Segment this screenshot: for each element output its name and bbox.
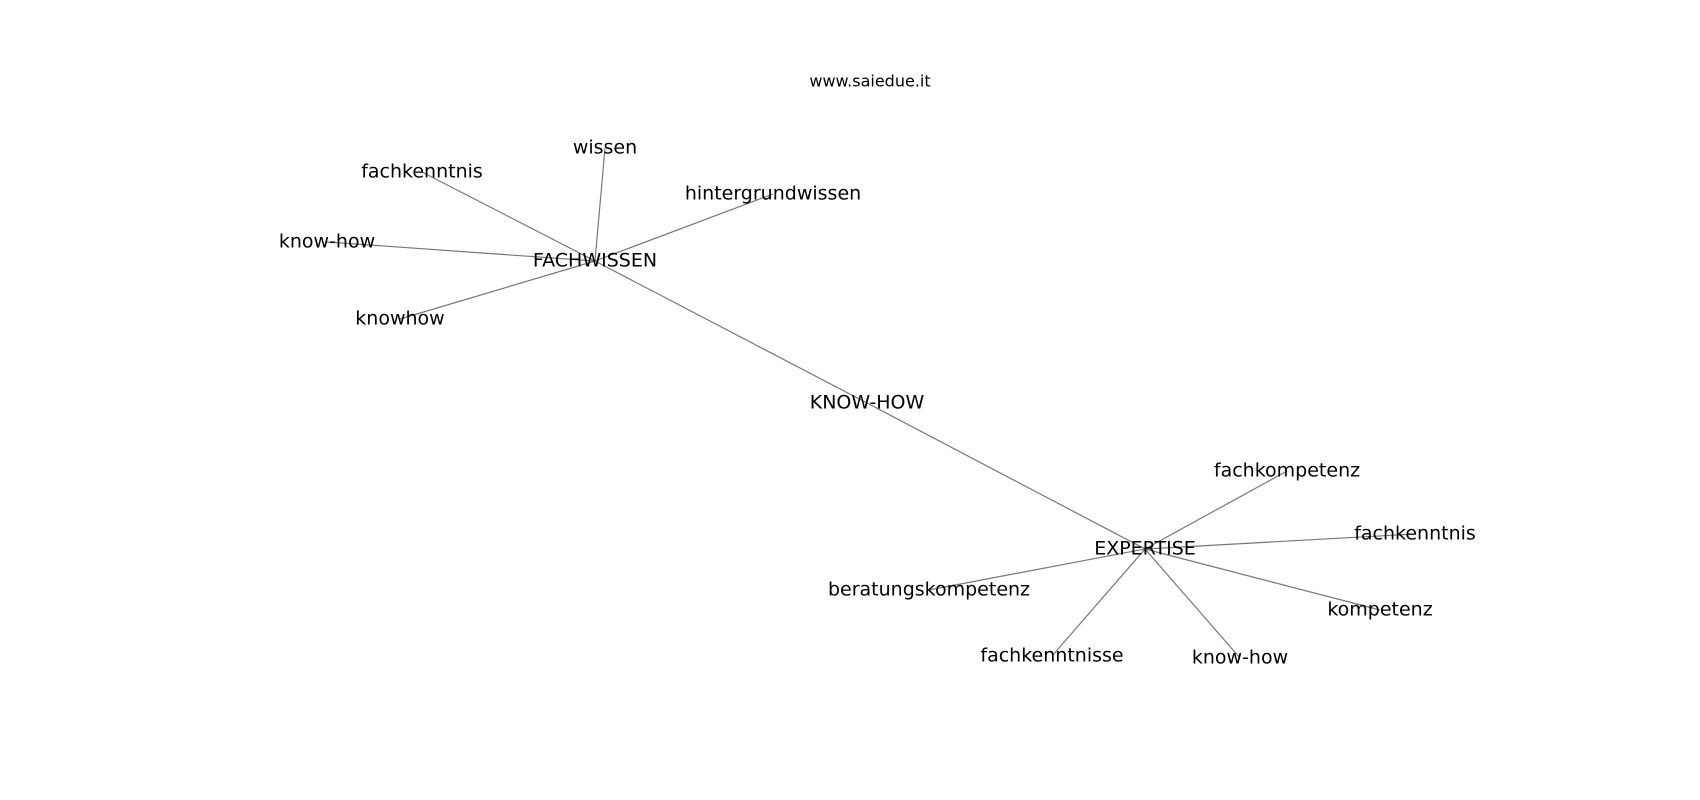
edge-expertise-ex-fachkenntnisse bbox=[1051, 548, 1146, 657]
node-label-fw-wissen: wissen bbox=[573, 137, 637, 159]
node-label-fw-know-how: know-how bbox=[279, 231, 375, 253]
edge-fachwissen-fw-hintergrundwissen bbox=[594, 193, 774, 262]
edge-expertise-ex-know-how bbox=[1144, 548, 1241, 659]
edge-fachwissen-know-how-center bbox=[594, 260, 868, 404]
node-label-ex-fachkompetenz: fachkompetenz bbox=[1214, 460, 1360, 482]
node-label-expertise: EXPERTISE bbox=[1094, 538, 1196, 560]
graph-nodes: KNOW-HOW FACHWISSEN EXPERTISE wissen fachken… bbox=[279, 137, 1476, 669]
graph-edges bbox=[326, 147, 1416, 659]
edge-expertise-ex-fachkompetenz bbox=[1144, 470, 1288, 550]
edge-know-how-center-expertise bbox=[866, 402, 1146, 550]
edge-fachwissen-fw-know-how bbox=[326, 241, 596, 262]
edge-fachwissen-fw-knowhow bbox=[399, 260, 596, 320]
node-label-fw-fachkenntnis: fachkenntnis bbox=[361, 161, 483, 183]
node-label-fw-hintergrundwissen: hintergrundwissen bbox=[685, 183, 861, 205]
node-label-fw-knowhow: knowhow bbox=[355, 308, 444, 330]
node-label-ex-know-how: know-how bbox=[1192, 647, 1288, 669]
node-label-ex-beratungskompetenz: beratungskompetenz bbox=[828, 579, 1030, 601]
node-label-ex-kompetenz: kompetenz bbox=[1327, 599, 1432, 621]
node-label-ex-fachkenntnisse: fachkenntnisse bbox=[980, 645, 1123, 667]
edge-expertise-ex-kompetenz bbox=[1144, 548, 1381, 611]
watermark-text: www.saiedue.it bbox=[809, 72, 930, 91]
node-label-ex-fachkenntnis: fachkenntnis bbox=[1354, 523, 1476, 545]
edge-expertise-ex-fachkenntnis bbox=[1144, 533, 1416, 550]
node-label-fachwissen: FACHWISSEN bbox=[533, 250, 657, 272]
edge-expertise-ex-beratungskompetenz bbox=[928, 548, 1146, 591]
edge-fachwissen-fw-fachkenntnis bbox=[421, 171, 596, 262]
node-label-know-how-center: KNOW-HOW bbox=[810, 392, 925, 414]
edge-fachwissen-fw-wissen bbox=[594, 147, 606, 262]
